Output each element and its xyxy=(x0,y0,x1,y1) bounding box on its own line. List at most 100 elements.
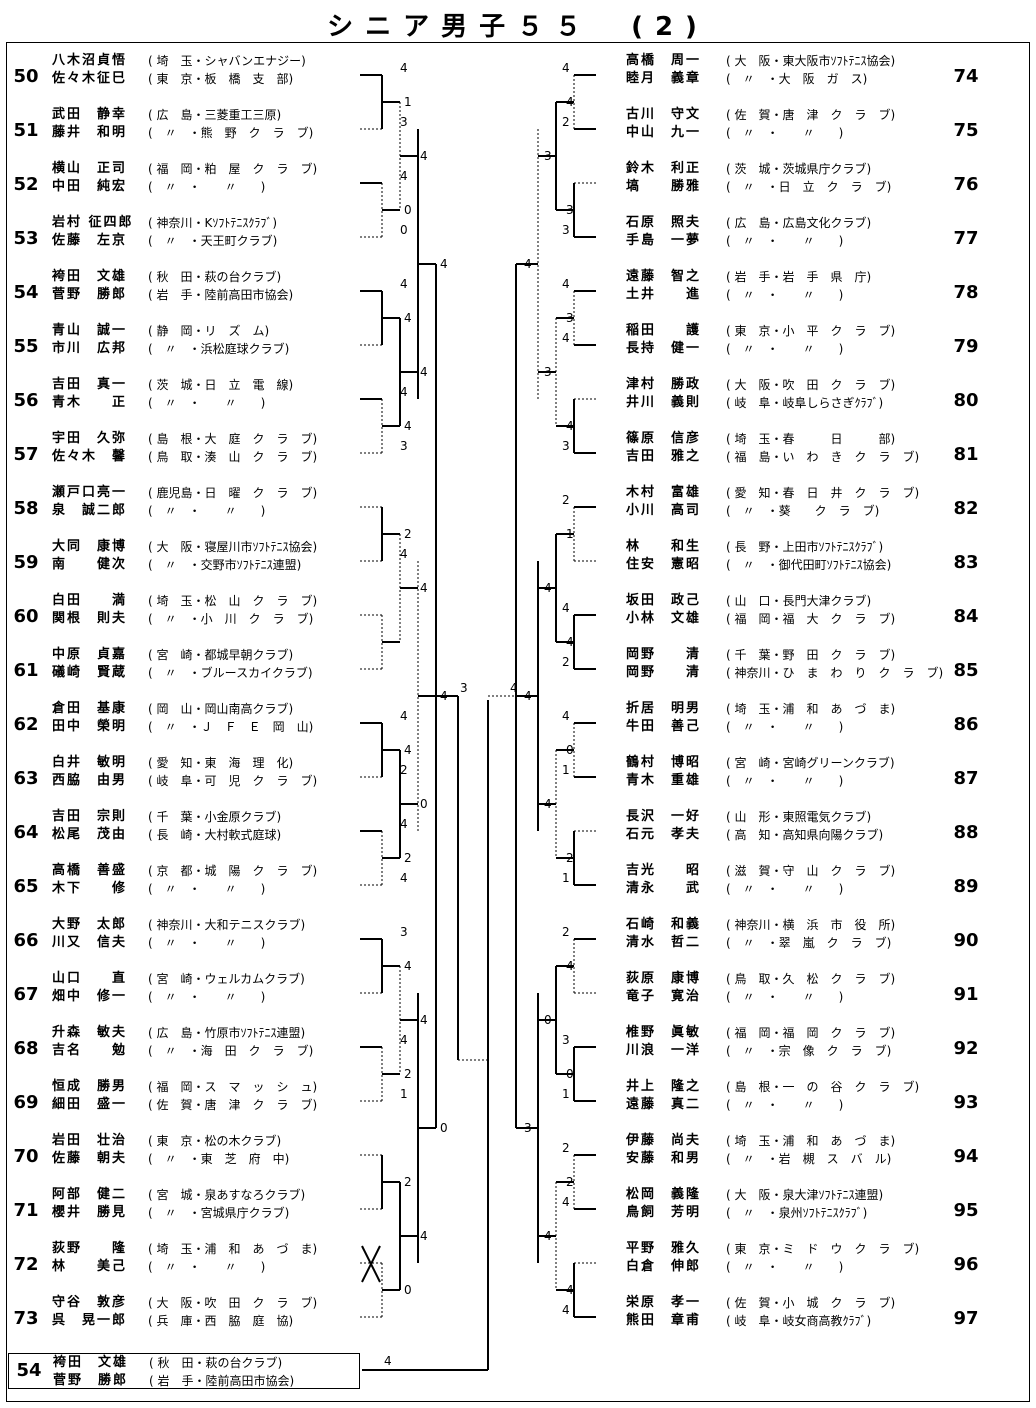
player-name: 櫻井 勝見 xyxy=(52,1205,128,1220)
player-row: 鈴木 利正( 茨 城・茨城県庁クラブ) xyxy=(626,160,946,178)
player-affiliation: ( 宮 城・泉あすなろクラブ) xyxy=(148,1188,306,1202)
right-team-number: 93 xyxy=(953,1092,979,1113)
match-score: 4 xyxy=(440,257,448,271)
match-score: 4 xyxy=(566,635,574,649)
player-name: 松尾 茂由 xyxy=(52,827,128,842)
player-row: 横山 正司( 福 岡・粕 屋 ク ラ ブ) xyxy=(52,160,368,178)
match-score: 0 xyxy=(544,1013,552,1027)
player-affiliation: ( 宮 崎・都城早朝クラブ) xyxy=(148,648,294,662)
player-row: 袴田 文雄( 秋 田・萩の台クラブ) xyxy=(53,1354,369,1372)
player-row: 住安 憲昭( 〃 ・御代田町ｿﾌﾄﾃﾆｽ協会) xyxy=(626,556,946,574)
player-row: 南 健次( 〃 ・交野市ｿﾌﾄﾃﾆｽ連盟) xyxy=(52,556,368,574)
player-name: 佐々木 馨 xyxy=(52,449,128,464)
player-affiliation: ( 島 根・一 の 谷 ク ラ ブ) xyxy=(726,1080,920,1094)
right-team-number: 91 xyxy=(953,984,979,1005)
player-row: 袴田 文雄( 秋 田・萩の台クラブ) xyxy=(52,268,368,286)
player-name: 呉 晃一郎 xyxy=(52,1313,128,1328)
player-affiliation: ( 埼 玉・浦 和 あ づ ま) xyxy=(726,1134,896,1148)
left-team-number: 54 xyxy=(13,282,39,303)
player-affiliation: ( 東 京・板 橋 支 部) xyxy=(148,72,294,86)
match-score: 4 xyxy=(404,743,412,757)
right-team-number: 81 xyxy=(953,444,979,465)
left-team-entry: 吉田 真一( 茨 城・日 立 電 線)青木 正( 〃 ・ 〃 ) xyxy=(52,372,372,426)
right-team-entry: 平野 雅久( 東 京・ミ ド ウ ク ラ ブ)白倉 伸郎( 〃 ・ 〃 ) xyxy=(626,1236,946,1290)
player-row: 田中 榮明( 〃 ・Ｊ Ｆ Ｅ 岡 山) xyxy=(52,718,368,736)
player-affiliation: ( 宮 崎・宮崎グリーンクラブ) xyxy=(726,756,895,770)
player-affiliation: ( 東 京・ミ ド ウ ク ラ ブ) xyxy=(726,1242,920,1256)
player-affiliation: ( 埼 玉・松 山 ク ラ ブ) xyxy=(148,594,318,608)
player-affiliation: ( 福 岡・粕 屋 ク ラ ブ) xyxy=(148,162,318,176)
player-row: 白倉 伸郎( 〃 ・ 〃 ) xyxy=(626,1258,946,1276)
right-team-number: 88 xyxy=(953,822,979,843)
player-name: 中山 九一 xyxy=(626,125,702,140)
player-affiliation: ( 鹿児島・日 曜 ク ラ ブ) xyxy=(148,486,318,500)
player-row: 清永 武( 〃 ・ 〃 ) xyxy=(626,880,946,898)
player-row: 林 美己( 〃 ・ 〃 ) xyxy=(52,1258,368,1276)
player-row: 青山 誠一( 静 岡・リ ズ ム) xyxy=(52,322,368,340)
player-name: 石原 照夫 xyxy=(626,215,702,230)
player-name: 古川 守文 xyxy=(626,107,702,122)
player-row: 岩村 征四郎( 神奈川・Kｿﾌﾄﾃﾆｽｸﾗﾌﾞ) xyxy=(52,214,368,232)
right-team-entry: 栄原 孝一( 佐 賀・小 城 ク ラ ブ)熊田 章甫( 岐 阜・岐女商高教ｸﾗﾌ… xyxy=(626,1290,946,1344)
match-score: 2 xyxy=(566,1175,574,1189)
match-score: 4 xyxy=(566,959,574,973)
right-team-number: 76 xyxy=(953,174,979,195)
rep-team-entry: 袴田 文雄( 秋 田・萩の台クラブ)菅野 勝郎( 岩 手・陸前高田市協会) xyxy=(53,1350,359,1404)
player-row: 細田 盛一( 佐 賀・唐 津 ク ラ ブ) xyxy=(52,1096,368,1114)
player-affiliation: ( 長 野・上田市ｿﾌﾄﾃﾆｽｸﾗﾌﾞ) xyxy=(726,540,884,554)
left-team-entry: 岩村 征四郎( 神奈川・Kｿﾌﾄﾃﾆｽｸﾗﾌﾞ)佐藤 左京( 〃 ・天王町クラブ… xyxy=(52,210,372,264)
player-row: 大野 太郎( 神奈川・大和テニスクラブ) xyxy=(52,916,368,934)
player-affiliation: ( 〃 ・葵 ク ラ ブ) xyxy=(726,504,880,518)
player-affiliation: ( 島 根・大 庭 ク ラ ブ) xyxy=(148,432,318,446)
player-row: 菅野 勝郎( 岩 手・陸前高田市協会) xyxy=(52,286,368,304)
right-team-number: 85 xyxy=(953,660,979,681)
player-affiliation: ( 〃 ・ 〃 ) xyxy=(726,234,844,248)
right-team-number: 74 xyxy=(953,66,979,87)
left-team-number: 55 xyxy=(13,336,39,357)
match-score: 4 xyxy=(510,681,518,695)
match-score: 2 xyxy=(404,851,412,865)
right-team-entry: 稲田 護( 東 京・小 平 ク ラ ブ)長持 健一( 〃 ・ 〃 ) xyxy=(626,318,946,372)
match-score: 1 xyxy=(562,1087,570,1101)
right-team-number: 90 xyxy=(953,930,979,951)
player-name: 住安 憲昭 xyxy=(626,557,702,572)
player-name: 石崎 和義 xyxy=(626,917,702,932)
left-team-number: 73 xyxy=(13,1308,39,1329)
player-row: 佐藤 左京( 〃 ・天王町クラブ) xyxy=(52,232,368,250)
player-affiliation: ( 秋 田・萩の台クラブ) xyxy=(149,1356,283,1370)
match-score: 4 xyxy=(400,817,408,831)
right-team-number: 79 xyxy=(953,336,979,357)
player-row: 牛田 善己( 〃 ・ 〃 ) xyxy=(626,718,946,736)
player-name: 守谷 敦彦 xyxy=(52,1295,128,1310)
player-affiliation: ( 岩 手・岩 手 県 庁) xyxy=(726,270,872,284)
player-row: 高橋 周一( 大 阪・東大阪市ｿﾌﾄﾃﾆｽ協会) xyxy=(626,52,946,70)
match-score: 0 xyxy=(404,1283,412,1297)
left-team-entry: 恒成 勝男( 福 岡・ス マ ッ シ ュ)細田 盛一( 佐 賀・唐 津 ク ラ … xyxy=(52,1074,372,1128)
match-score: 3 xyxy=(400,925,408,939)
player-name: 坂田 政己 xyxy=(626,593,702,608)
player-row: 升森 敏夫( 広 島・竹原市ｿﾌﾄﾃﾆｽ連盟) xyxy=(52,1024,368,1042)
right-team-number: 84 xyxy=(953,606,979,627)
player-affiliation: ( 〃 ・ 〃 ) xyxy=(726,774,844,788)
player-affiliation: ( 大 阪・東大阪市ｿﾌﾄﾃﾆｽ協会) xyxy=(726,54,896,68)
player-affiliation: ( 岐 阜・可 児 ク ラ ブ) xyxy=(148,774,318,788)
player-name: 遠藤 智之 xyxy=(626,269,702,284)
player-row: 佐々木征巳( 東 京・板 橋 支 部) xyxy=(52,70,368,88)
right-team-entry: 松岡 義隆( 大 阪・泉大津ｿﾌﾄﾃﾆｽ連盟)鳥飼 芳明( 〃 ・泉州ｿﾌﾄﾃﾆ… xyxy=(626,1182,946,1236)
player-row: 荻野 隆( 埼 玉・浦 和 あ づ ま) xyxy=(52,1240,368,1258)
player-row: 菅野 勝郎( 岩 手・陸前高田市協会) xyxy=(53,1372,369,1390)
player-row: 吉名 勉( 〃 ・海 田 ク ラ ブ) xyxy=(52,1042,368,1060)
player-affiliation: ( 〃 ・ 〃 ) xyxy=(148,504,266,518)
player-name: 石元 孝夫 xyxy=(626,827,702,842)
match-score: 4 xyxy=(420,581,428,595)
match-score: 2 xyxy=(562,115,570,129)
right-team-entry: 林 和生( 長 野・上田市ｿﾌﾄﾃﾆｽｸﾗﾌﾞ)住安 憲昭( 〃 ・御代田町ｿﾌ… xyxy=(626,534,946,588)
match-score: 3 xyxy=(566,203,574,217)
player-name: 細田 盛一 xyxy=(52,1097,128,1112)
match-score: 3 xyxy=(524,1121,532,1135)
right-team-number: 92 xyxy=(953,1038,979,1059)
player-row: 長沢 一好( 山 形・東照電気クラブ) xyxy=(626,808,946,826)
player-name: 宇田 久弥 xyxy=(52,431,128,446)
match-score: 4 xyxy=(400,871,408,885)
